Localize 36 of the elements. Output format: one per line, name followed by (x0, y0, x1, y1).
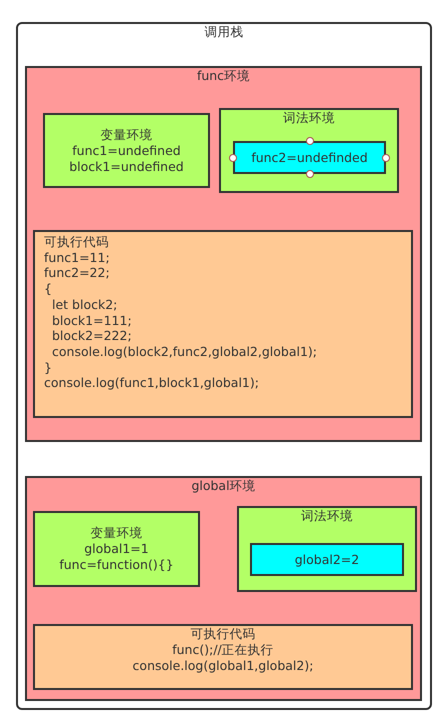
code-box (33, 624, 413, 690)
heading: 调用栈 (204, 24, 244, 40)
code-line: func();//正在执行 (172, 642, 274, 658)
lexical-environment-box (237, 506, 417, 592)
call-stack-frame (16, 22, 432, 710)
heading: 词法环境 (301, 508, 353, 524)
heading: 词法环境 (283, 110, 335, 126)
heading: 变量环境 (90, 525, 142, 541)
heading: global2=2 (294, 552, 360, 568)
variable-text: global1=1 (84, 541, 149, 557)
code-line: let block2; (52, 296, 118, 313)
heading: 可执行代码 (44, 234, 109, 250)
environment-box (25, 66, 422, 442)
heading: func2=undefinded (251, 150, 368, 166)
variable-environment-box (43, 113, 210, 188)
code-box (33, 230, 413, 418)
lexical-environment-box (219, 108, 399, 193)
code-line: block1=111; (52, 312, 132, 328)
code-line: console.log(global1,global2); (132, 658, 314, 674)
variable-text: block1=undefined (69, 158, 184, 174)
code-line: console.log(func1,block1,global1); (44, 375, 259, 392)
heading: func环境 (196, 68, 250, 84)
variable-environment-box (33, 511, 200, 587)
heading: 可执行代码 (190, 626, 256, 642)
code-line: block2=222; (52, 328, 132, 344)
code-line: func2=22; (44, 265, 110, 282)
heading: 变量环境 (100, 126, 152, 142)
code-line: func1=11; (44, 250, 110, 266)
variable-text: func=function(){} (59, 557, 174, 573)
variable-box (250, 543, 404, 576)
code-line: { (44, 281, 52, 297)
heading: global环境 (191, 478, 256, 494)
code-line: console.log(block2,func2,global2,global1); (52, 344, 318, 360)
code-line: } (44, 360, 52, 376)
environment-box (25, 476, 422, 701)
variable-text: func1=undefined (72, 142, 181, 158)
